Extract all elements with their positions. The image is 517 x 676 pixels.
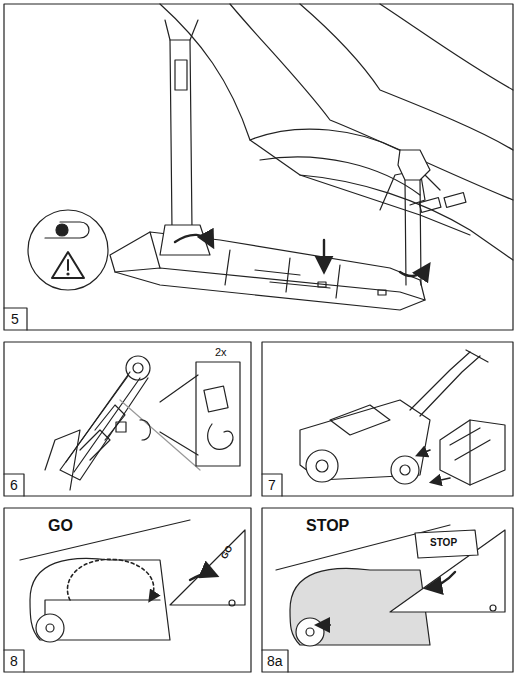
- indicator-heading: GO: [48, 518, 73, 534]
- callout-number: 8a: [267, 654, 283, 668]
- callout-number: 7: [268, 478, 276, 492]
- panel-frame: [4, 508, 251, 672]
- warning-symbol: [28, 210, 108, 290]
- callout-number: 6: [10, 478, 18, 492]
- panel-frame: [262, 508, 513, 672]
- assembly-arrow: [175, 235, 428, 276]
- indicator-heading: STOP: [306, 518, 349, 534]
- quantity-label: 2x: [215, 347, 227, 358]
- handle-bracket: [45, 356, 240, 490]
- handle-tube: [160, 20, 430, 285]
- bag-frame: [110, 232, 425, 310]
- callout-number: 8: [10, 654, 18, 668]
- callout-number: 5: [11, 312, 19, 326]
- grass-bag: [160, 4, 513, 260]
- panel-frame: [4, 4, 513, 330]
- bag-indicator-go: [20, 520, 245, 642]
- indicator-sticker: STOP: [430, 538, 457, 548]
- bag-indicator-stop: [276, 525, 505, 646]
- panel-frame: [262, 342, 513, 496]
- lawn-mower: [300, 350, 505, 485]
- panel-frame: [4, 342, 251, 496]
